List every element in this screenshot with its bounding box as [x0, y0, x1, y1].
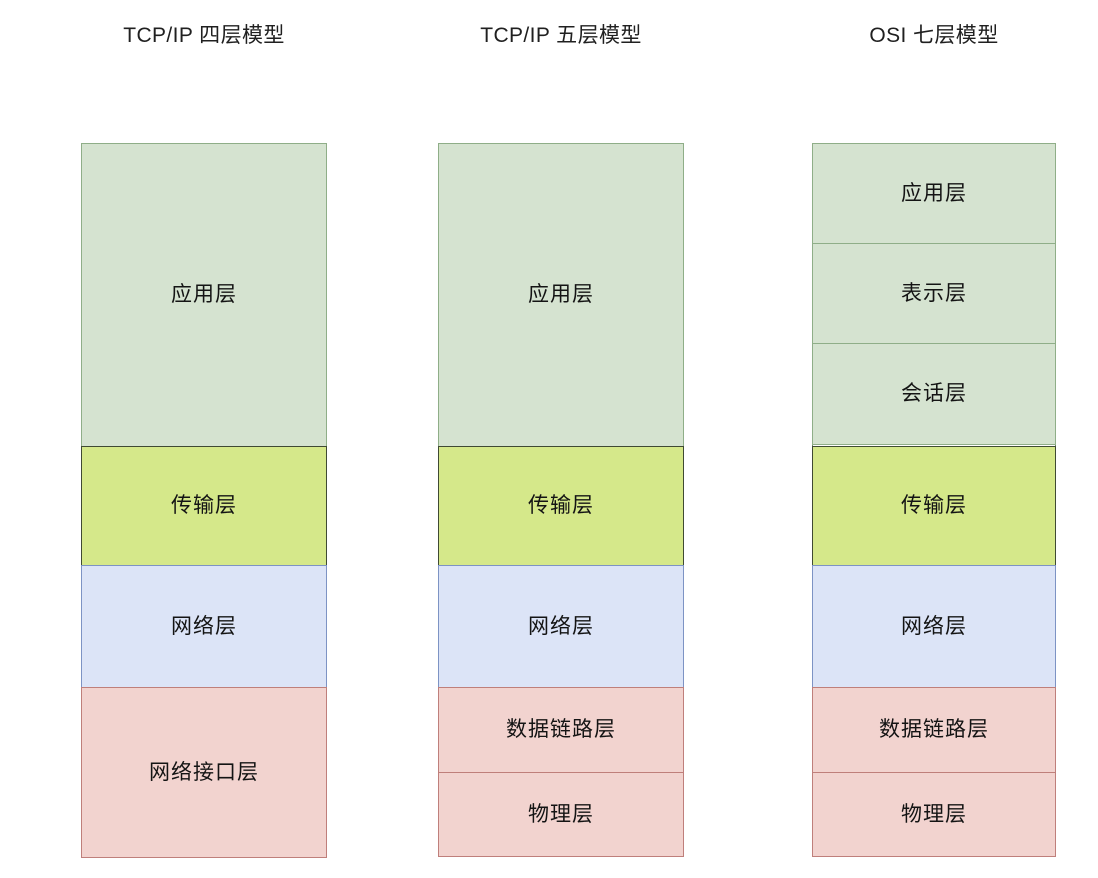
layer-label: 网络接口层 — [149, 760, 259, 784]
layer-box: 应用层 — [812, 143, 1056, 244]
model-column-tcpip-four-layer: TCP/IP 四层模型应用层传输层网络层网络接口层 — [81, 0, 327, 878]
model-column-title: OSI 七层模型 — [869, 24, 999, 47]
model-column-title: TCP/IP 四层模型 — [123, 24, 285, 47]
layer-label: 网络层 — [528, 614, 594, 638]
layer-box: 数据链路层 — [438, 687, 684, 773]
layer-label: 数据链路层 — [879, 718, 989, 741]
layer-label: 会话层 — [901, 382, 967, 405]
layer-label: 传输层 — [171, 494, 237, 517]
application-group: 应用层 — [438, 143, 684, 447]
layer-label: 传输层 — [901, 494, 967, 517]
layer-box: 网络层 — [812, 565, 1056, 688]
layer-box: 物理层 — [438, 772, 684, 857]
layer-box: 网络层 — [438, 565, 684, 688]
layer-label: 应用层 — [528, 283, 594, 306]
layer-label: 应用层 — [901, 181, 967, 205]
model-column-title: TCP/IP 五层模型 — [480, 24, 642, 47]
layer-stack: 应用层表示层会话层传输层网络层数据链路层物理层 — [812, 143, 1056, 857]
layer-label: 表示层 — [901, 281, 967, 305]
application-group: 应用层表示层会话层 — [812, 143, 1056, 447]
layer-label: 应用层 — [171, 283, 237, 306]
layer-label: 物理层 — [528, 802, 594, 826]
layer-box: 应用层 — [81, 143, 327, 447]
layer-box: 传输层 — [81, 446, 327, 566]
application-group: 应用层 — [81, 143, 327, 447]
layer-label: 物理层 — [901, 802, 967, 826]
layer-stack: 应用层传输层网络层网络接口层 — [81, 143, 327, 858]
model-column-tcpip-five-layer: TCP/IP 五层模型应用层传输层网络层数据链路层物理层 — [438, 0, 684, 878]
layer-box: 传输层 — [812, 446, 1056, 566]
layer-box: 表示层 — [812, 243, 1056, 344]
layer-box: 数据链路层 — [812, 687, 1056, 773]
layer-box: 网络层 — [81, 565, 327, 688]
layer-stack: 应用层传输层网络层数据链路层物理层 — [438, 143, 684, 857]
layer-label: 数据链路层 — [506, 718, 616, 741]
layer-label: 网络层 — [901, 614, 967, 638]
layer-box: 物理层 — [812, 772, 1056, 857]
layer-label: 传输层 — [528, 494, 594, 517]
layer-box: 传输层 — [438, 446, 684, 566]
layer-label: 网络层 — [171, 614, 237, 638]
model-column-osi-seven-layer: OSI 七层模型应用层表示层会话层传输层网络层数据链路层物理层 — [812, 0, 1056, 878]
layer-box: 应用层 — [438, 143, 684, 447]
layer-box: 会话层 — [812, 343, 1056, 445]
layer-box: 网络接口层 — [81, 687, 327, 858]
